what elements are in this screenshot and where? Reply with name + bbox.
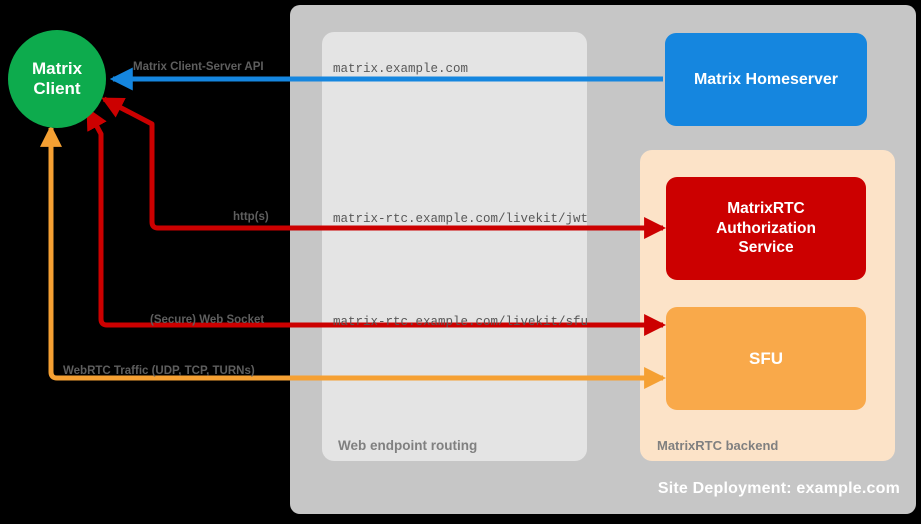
auth-service-line1: MatrixRTC [727,200,805,218]
matrix-client-line2: Client [33,79,81,98]
connection-label-client-server-api: Matrix Client-Server API [133,61,264,73]
matrixrtc-backend-label: MatrixRTC backend [657,438,779,453]
node-matrixrtc-authorization-service[interactable]: MatrixRTC Authorization Service [666,177,866,280]
site-deployment-label: Site Deployment: example.com [657,480,900,497]
web-endpoint-routing-container [322,32,587,461]
connection-label-web-socket: (Secure) Web Socket [150,314,265,326]
endpoint-path-livekit-sfu: matrix-rtc.example.com/livekit/sfu [333,315,589,329]
auth-service-line3: Service [738,239,794,257]
endpoint-path-livekit-jwt: matrix-rtc.example.com/livekit/jwt [333,212,589,226]
connection-label-https: http(s) [233,211,269,223]
node-sfu[interactable]: SFU [666,307,866,410]
sfu-label: SFU [749,348,783,368]
auth-service-line2: Authorization [716,219,816,237]
matrix-homeserver-label: Matrix Homeserver [693,70,839,88]
node-matrix-client[interactable]: Matrix Client [8,30,106,128]
node-matrix-homeserver[interactable]: Matrix Homeserver [665,33,867,126]
endpoint-path-matrix: matrix.example.com [333,62,469,76]
connection-label-webrtc-traffic: WebRTC Traffic (UDP, TCP, TURNs) [63,365,255,377]
web-endpoint-routing-label: Web endpoint routing [338,438,478,453]
matrix-client-line1: Matrix [31,59,83,79]
